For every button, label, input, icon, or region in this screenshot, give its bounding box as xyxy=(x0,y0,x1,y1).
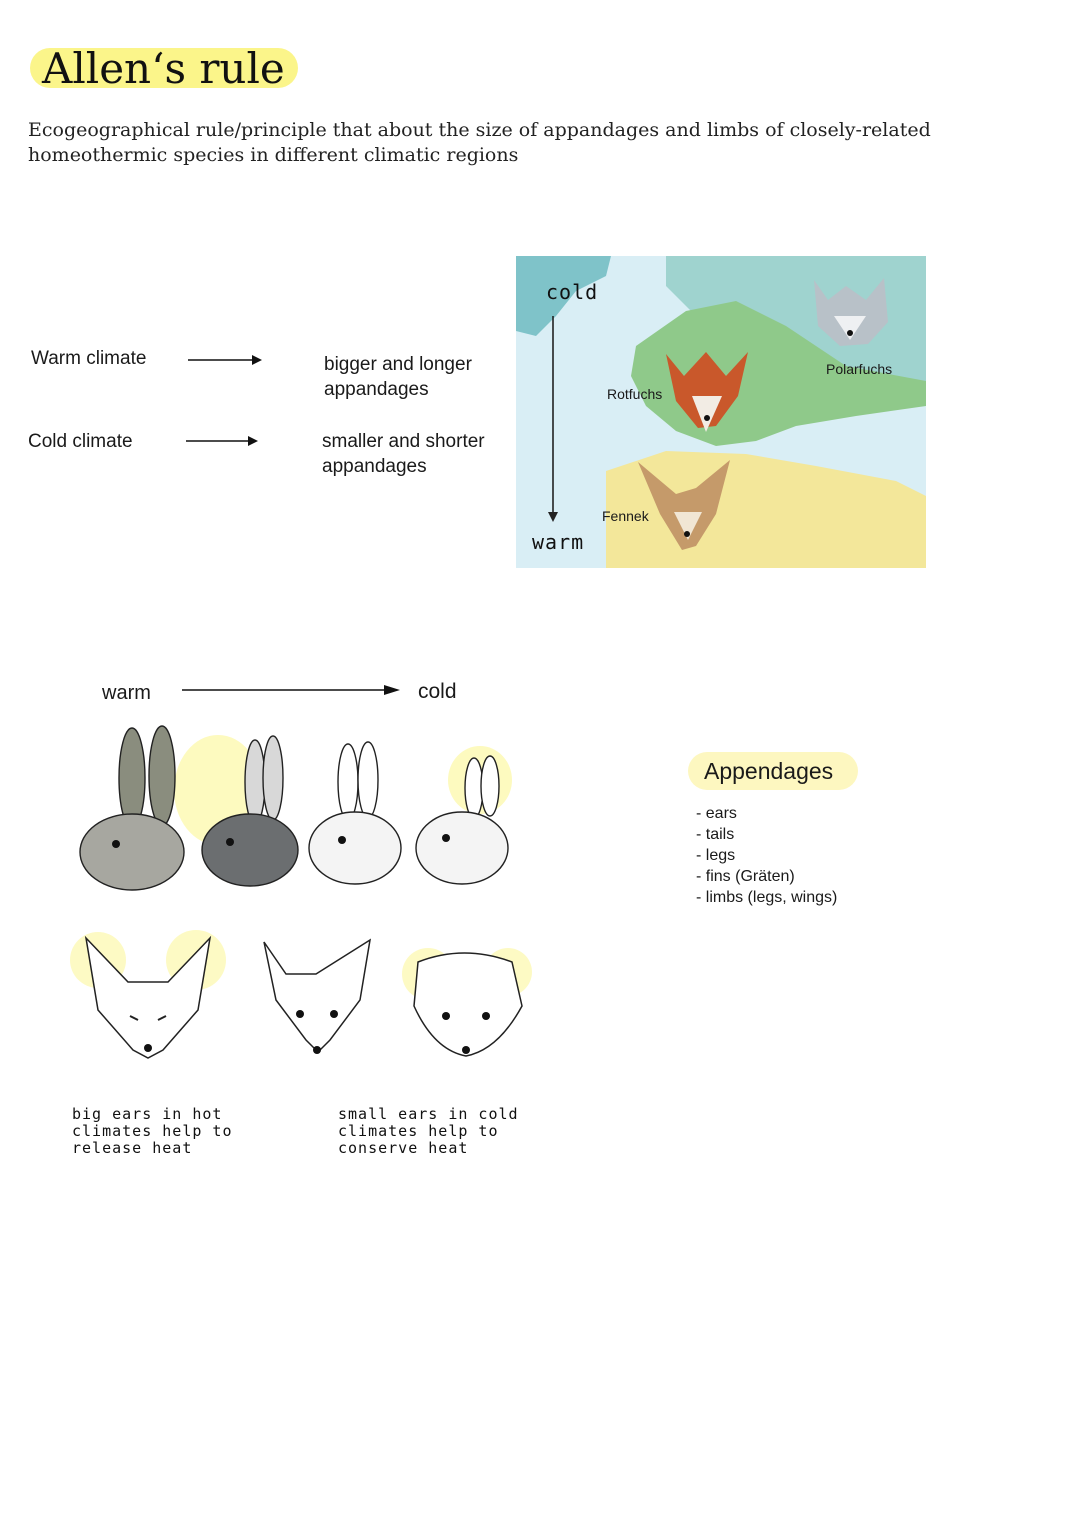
red-fox-illustration xyxy=(666,352,748,432)
map-illustration xyxy=(516,256,926,568)
hare-3-illustration xyxy=(308,741,402,885)
note-big-ears: big ears in hot climates help to release… xyxy=(72,1105,233,1157)
hares-illustration xyxy=(79,725,512,891)
fennec-illustration xyxy=(638,460,730,550)
appendages-list: - ears - tails - legs - fins (Gräten) - … xyxy=(696,803,837,908)
gradient-warm-label: warm xyxy=(102,682,151,704)
list-item: - legs xyxy=(696,847,736,864)
note-small-ears: small ears in cold climates help to cons… xyxy=(338,1105,519,1157)
fox-distribution-map: cold warm Rotfuchs Polarfuchs Fennek xyxy=(516,256,926,568)
warm-result-line1: bigger and longer xyxy=(324,354,472,375)
list-item: - ears xyxy=(696,805,737,822)
title-block: Allen‘s rule xyxy=(30,44,300,93)
cold-result: smaller and shorter appandages xyxy=(322,429,485,479)
page-title: Allen‘s rule xyxy=(42,44,285,93)
list-item: - fins (Gräten) xyxy=(696,868,795,885)
hare-4-illustration xyxy=(415,746,512,885)
cold-result-line2: appandages xyxy=(322,456,427,477)
appendages-title: Appendages xyxy=(704,758,834,784)
arctic-fox-illustration xyxy=(814,278,888,346)
arctic-fox-head-illustration xyxy=(402,948,532,1057)
hare-2-illustration xyxy=(201,735,299,887)
arrow-right-icon xyxy=(188,355,262,365)
cold-result-line1: smaller and shorter xyxy=(322,431,485,452)
fennec-head-illustration xyxy=(70,930,226,1059)
red-fox-head-illustration xyxy=(263,938,372,1054)
map-label-polarfuchs: Polarfuchs xyxy=(826,361,893,377)
map-cold-label: cold xyxy=(546,280,599,304)
intro-text: Ecogeographical rule/principle that abou… xyxy=(28,119,931,166)
appendages-highlight xyxy=(688,752,858,790)
warm-result: bigger and longer appandages xyxy=(324,352,472,402)
list-item: - tails xyxy=(696,826,735,843)
arrow-right-icon xyxy=(182,685,400,695)
map-label-fennek: Fennek xyxy=(602,508,649,524)
cold-climate-label: Cold climate xyxy=(28,431,133,452)
map-label-rotfuchs: Rotfuchs xyxy=(607,386,663,402)
foxes-illustration xyxy=(70,930,532,1059)
warm-climate-label: Warm climate xyxy=(31,348,147,369)
arrow-right-icon xyxy=(186,436,258,446)
title-highlight xyxy=(30,48,298,88)
gradient-cold-label: cold xyxy=(418,680,457,703)
list-item: - limbs (legs, wings) xyxy=(696,889,838,906)
map-warm-label: warm xyxy=(532,530,585,554)
warm-result-line2: appandages xyxy=(324,379,429,400)
